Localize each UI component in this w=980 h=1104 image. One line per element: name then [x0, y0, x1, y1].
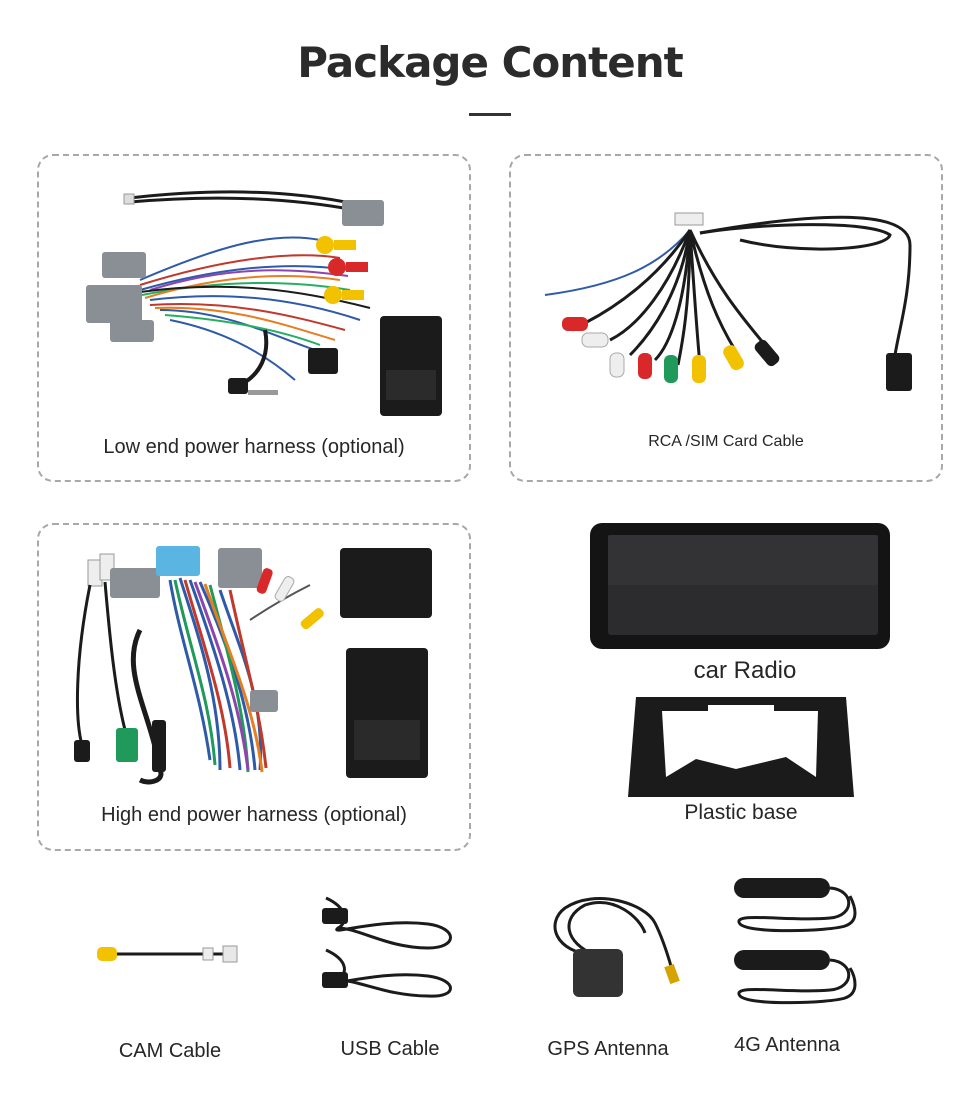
cam-cable-image	[97, 945, 238, 963]
rca-sim-cable-image	[544, 212, 912, 391]
plastic-base-caption: Plastic base	[684, 801, 798, 824]
rca-sim-cable-caption: RCA /SIM Card Cable	[648, 433, 804, 450]
rca-sim-cable-card	[509, 154, 943, 482]
high-end-harness-image	[74, 546, 432, 785]
plastic-base-image	[628, 697, 854, 797]
gps-antenna-caption: GPS Antenna	[547, 1038, 669, 1060]
low-end-harness-image	[86, 190, 442, 416]
usb-cable-image	[322, 896, 452, 998]
car-radio-image	[590, 523, 890, 649]
gps-antenna-image	[553, 897, 680, 997]
low-end-harness-card	[37, 154, 471, 482]
title-divider	[469, 113, 511, 116]
car-radio-caption: car Radio	[693, 657, 797, 684]
cam-cable-caption: CAM Cable	[118, 1040, 222, 1062]
low-end-harness-caption: Low end power harness (optional)	[103, 436, 405, 458]
usb-cable-caption: USB Cable	[340, 1038, 440, 1060]
high-end-harness-caption: High end power harness (optional)	[101, 804, 407, 826]
4g-antenna-caption: 4G Antenna	[734, 1034, 840, 1056]
page-title: Package Content	[297, 38, 683, 87]
4g-antenna-image	[734, 878, 857, 1005]
high-end-harness-card	[37, 523, 471, 851]
